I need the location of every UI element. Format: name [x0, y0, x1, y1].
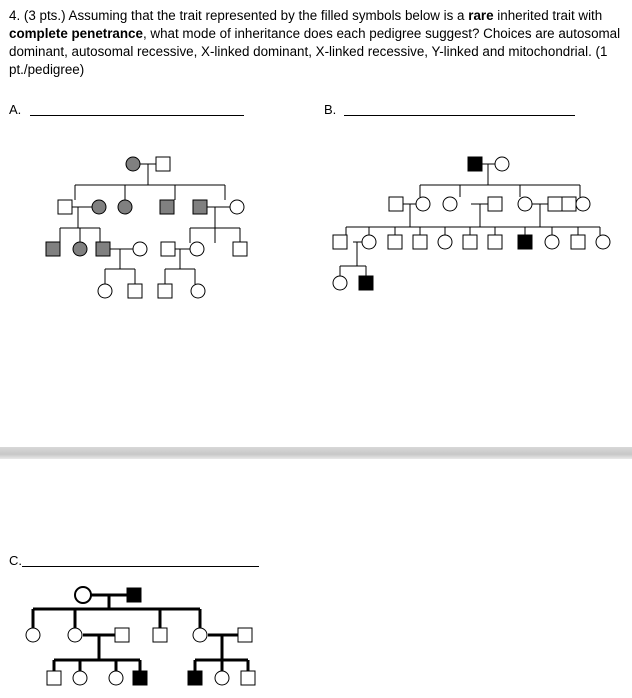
a-g1-female-affected: [125, 156, 141, 172]
a-g3-male-affected-2: [95, 241, 111, 257]
question-part-3: , what mode of inheritance does each ped…: [9, 26, 621, 77]
a-g2-female-unaffected: [229, 199, 245, 215]
answer-blank-b[interactable]: [344, 115, 575, 116]
b-g2-male-unaffected: [388, 196, 404, 212]
a-g3-male-affected: [45, 241, 61, 257]
question-bold-rare: rare: [468, 8, 494, 23]
page-divider: [0, 447, 632, 459]
c-g3-female-unaffected: [72, 670, 88, 686]
c-g3-female-unaffected-2: [108, 670, 124, 686]
b-g2-female-unaffected-3: [517, 196, 533, 212]
question-bold-penetrance: complete penetrance: [9, 26, 143, 41]
b-g2-female-unaffected: [415, 196, 431, 212]
b-g3-male-unaffected: [332, 234, 348, 250]
c-g2-female-unaffected: [25, 627, 41, 643]
c-g3-male-affected-2: [187, 670, 203, 686]
a-g2-male-affected-2: [192, 199, 208, 215]
answer-blank-c[interactable]: [22, 566, 259, 567]
a-g2-male-affected: [159, 199, 175, 215]
b-g3-male-unaffected-6: [570, 234, 586, 250]
pedigree-b-lines: [339, 163, 601, 276]
pedigree-c-lines: [31, 593, 250, 671]
b-g1-male-affected: [467, 156, 483, 172]
b-g3-female-unaffected-4: [595, 234, 611, 250]
b-g1-female-unaffected: [494, 156, 510, 172]
a-g3-female-unaffected: [132, 241, 148, 257]
a-g4-male-unaffected: [127, 283, 143, 299]
c-g1-male-affected: [126, 587, 142, 603]
pedigree-c-symbols: [25, 586, 256, 686]
pedigree-b-symbols: [332, 156, 611, 291]
b-g3-male-unaffected-5: [487, 234, 503, 250]
a-g2-male-unaffected: [57, 199, 73, 215]
b-g2-male-unaffected-2: [487, 196, 503, 212]
b-g2-female-unaffected-4: [575, 196, 591, 212]
a-g1-male-unaffected: [155, 156, 171, 172]
c-g2-female-unaffected-2: [67, 627, 83, 643]
a-g3-male-unaffected: [160, 241, 176, 257]
a-g2-female-affected: [91, 199, 107, 215]
a-g3-female-affected: [72, 241, 88, 257]
b-g2-female-unaffected-2: [442, 196, 458, 212]
b-g3-male-unaffected-4: [462, 234, 478, 250]
c-g3-male-affected: [132, 670, 148, 686]
label-a: A.: [9, 102, 22, 117]
a-g4-female-unaffected: [97, 283, 113, 299]
c-g2-male-unaffected-2: [152, 627, 168, 643]
c-g3-male-unaffected-2: [240, 670, 256, 686]
b-g4-male-affected: [358, 275, 374, 291]
label-b: B.: [324, 102, 337, 117]
c-g2-male-unaffected-3: [237, 627, 253, 643]
b-g3-female-unaffected-3: [544, 234, 560, 250]
question-part-2: inherited trait with: [493, 8, 603, 23]
c-g2-male-unaffected: [114, 627, 130, 643]
b-g3-female-unaffected: [361, 234, 377, 250]
b-g4-female-unaffected: [332, 275, 348, 291]
b-g3-male-affected: [517, 234, 533, 250]
a-g2-female-affected-2: [117, 199, 133, 215]
question-part-1: 4. (3 pts.) Assuming that the trait repr…: [9, 8, 469, 23]
a-g3-male-unaffected-2: [232, 241, 248, 257]
a-g3-female-unaffected-2: [189, 241, 205, 257]
c-g1-female-unaffected: [74, 586, 92, 604]
b-g3-male-unaffected-3: [412, 234, 428, 250]
a-g4-female-unaffected-2: [190, 283, 206, 299]
b-g3-female-unaffected-2: [437, 234, 453, 250]
question-text: 4. (3 pts.) Assuming that the trait repr…: [9, 7, 621, 79]
b-g3-male-unaffected-2: [387, 234, 403, 250]
c-g3-male-unaffected: [46, 670, 62, 686]
label-c: C.: [9, 553, 22, 568]
pedigree-a-symbols: [45, 156, 248, 299]
answer-blank-a[interactable]: [30, 115, 244, 116]
a-g4-male-unaffected-2: [157, 283, 173, 299]
c-g2-female-unaffected-3: [192, 627, 208, 643]
c-g3-female-unaffected-3: [214, 670, 230, 686]
